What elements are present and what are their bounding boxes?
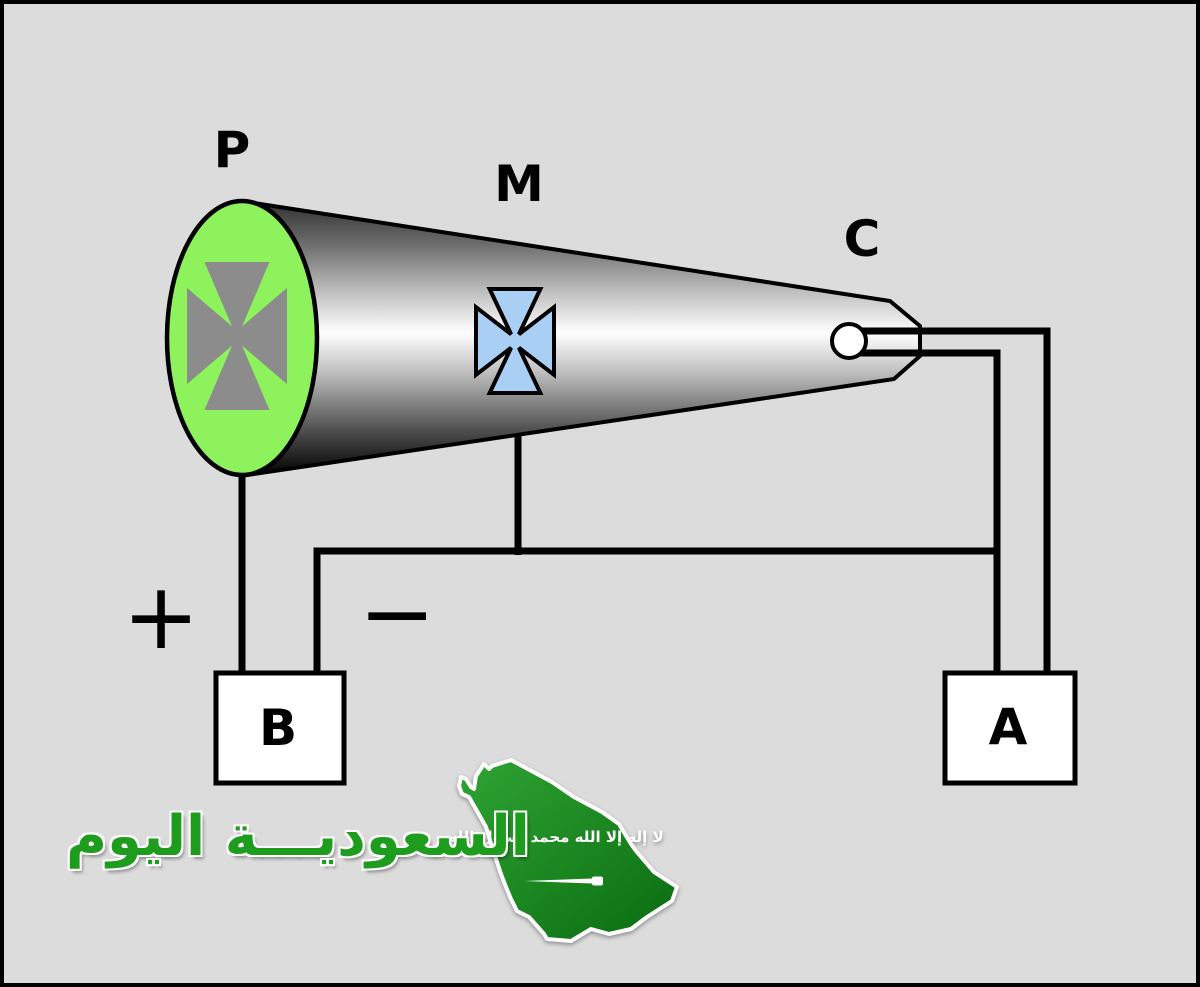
box-a (942, 670, 1078, 786)
wire-bus-minus (313, 547, 1000, 678)
saudi-map-logo: لا إله إلا الله محمد رسول الله (448, 758, 679, 943)
label-cross: M (494, 155, 544, 213)
label-box-b: B (259, 699, 297, 757)
label-screen: P (214, 121, 251, 179)
label-box-a: A (989, 698, 1028, 756)
shahada-script: لا إله إلا الله محمد رسول الله (448, 828, 663, 846)
box-b (213, 670, 347, 786)
label-plus: + (122, 563, 199, 670)
cathode-leads (860, 327, 1047, 357)
maltese-cross-icon (476, 289, 554, 393)
label-cathode: C (844, 210, 881, 268)
wire-cathode-bottom-to-a (860, 349, 1001, 678)
watermark-text: السعوديـــة اليوم (66, 804, 530, 869)
saudi-map-shape (457, 758, 679, 943)
tube-body (245, 199, 922, 478)
wire-cathode-top-to-a (860, 327, 1051, 678)
sword-hilt-icon (592, 876, 603, 886)
label-minus: − (358, 560, 435, 667)
crookes-tube-diagram: P M C B A + − لا إله إلا الله محمد رسول … (122, 121, 1078, 943)
sword-blade-icon (524, 878, 592, 884)
screen-cross-shadow-icon (187, 262, 287, 410)
cathode-dot (830, 322, 868, 360)
